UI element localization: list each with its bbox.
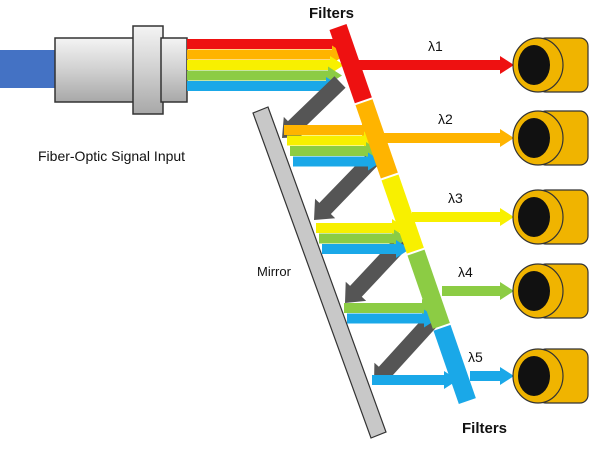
input-beam xyxy=(187,77,340,95)
detector xyxy=(512,263,589,319)
output-beam xyxy=(470,367,514,385)
filters-top-label: Filters xyxy=(309,5,354,22)
input-beam xyxy=(187,35,348,53)
filter-segment xyxy=(407,249,450,329)
output-beam xyxy=(442,282,514,300)
filter-segment xyxy=(433,324,476,405)
filter-segment xyxy=(355,99,398,179)
reflected-beam xyxy=(282,76,346,138)
input-label: Fiber-Optic Signal Input xyxy=(38,148,185,164)
output-beams xyxy=(350,56,514,385)
reflected-beam xyxy=(374,312,440,384)
output-beam xyxy=(350,56,514,74)
bounce-beams xyxy=(284,121,458,389)
wavelength-label: λ2 xyxy=(438,111,453,127)
detector xyxy=(512,348,589,404)
input-beam xyxy=(187,56,344,74)
filters-bottom-label: Filters xyxy=(462,420,507,437)
bounce-beam xyxy=(319,229,408,248)
wavelength-label: λ3 xyxy=(448,190,463,206)
output-beam xyxy=(412,208,514,226)
detector xyxy=(512,189,589,245)
fiber-cable xyxy=(0,50,58,88)
wavelength-label: λ1 xyxy=(428,38,443,54)
mirror xyxy=(252,106,387,439)
bounce-beam xyxy=(344,299,436,317)
detector xyxy=(512,110,589,166)
wavelength-labels: λ1 λ2 λ3 λ4 λ5 xyxy=(428,38,483,365)
mirror-label: Mirror xyxy=(257,264,292,279)
bounce-beam xyxy=(284,121,376,139)
detector xyxy=(512,37,589,93)
wavelength-label: λ5 xyxy=(468,349,483,365)
input-beam xyxy=(187,45,346,64)
bounce-beam xyxy=(293,152,382,171)
bounce-beam xyxy=(287,131,378,150)
bounce-beam xyxy=(316,219,406,237)
bounce-beam xyxy=(347,309,438,328)
input-beams xyxy=(187,35,348,95)
wavelength-label: λ4 xyxy=(458,264,473,280)
bounce-beam xyxy=(372,371,458,389)
input-beam xyxy=(187,66,342,85)
fiber-connector xyxy=(54,25,188,115)
reflected-beam xyxy=(314,154,378,220)
output-beam xyxy=(380,129,514,147)
filter-segment xyxy=(381,174,424,254)
bounce-beam xyxy=(290,142,380,160)
bounce-beam xyxy=(322,240,410,258)
detectors xyxy=(512,37,589,404)
